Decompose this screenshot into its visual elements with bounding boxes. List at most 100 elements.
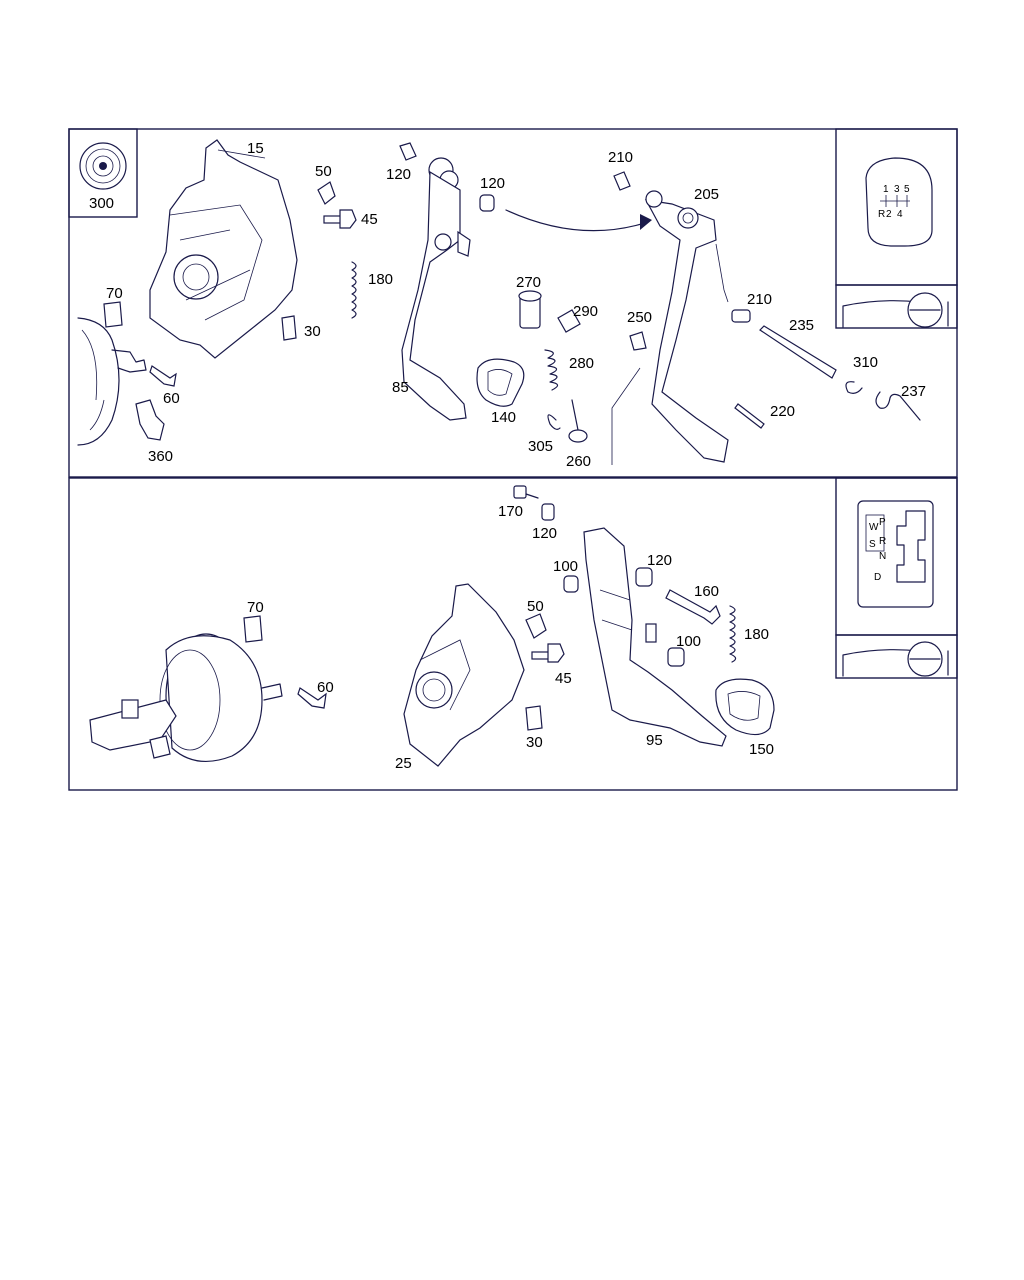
pedal-85-drawing [401, 157, 471, 421]
bushing-120-bottom-a [541, 503, 555, 521]
callout-100-a: 100 [553, 558, 578, 575]
steering-inset-bottom [835, 634, 958, 679]
callout-60-bottom: 60 [317, 679, 334, 696]
steering-wheel-icon-bottom [842, 641, 949, 677]
clip-30-drawing [281, 315, 297, 341]
callout-300: 300 [89, 195, 114, 212]
circlip-310-drawing [845, 381, 863, 394]
bolt-45-drawing [323, 209, 357, 229]
steering-inset-top [835, 284, 958, 329]
pedal-pad-150-drawing [715, 678, 775, 736]
sensor-270-drawing [518, 290, 542, 329]
callout-95: 95 [646, 732, 663, 749]
spring-180-bottom-drawing [729, 605, 737, 663]
bushing-120-bottom-b [635, 567, 653, 587]
callout-210-a: 210 [608, 149, 633, 166]
callout-70-bottom: 70 [247, 599, 264, 616]
selector-R: R [879, 536, 886, 547]
callout-100-b: 100 [676, 633, 701, 650]
bushing-100-a [563, 575, 579, 593]
clip-70-drawing [103, 301, 123, 328]
selector-S: S [869, 539, 876, 550]
spring-180-drawing [351, 261, 357, 319]
callout-210-b: 210 [747, 291, 772, 308]
callout-120-bottom-b: 120 [647, 552, 672, 569]
callout-150: 150 [749, 741, 774, 758]
callout-45-bottom: 45 [555, 670, 572, 687]
callout-205: 205 [694, 186, 719, 203]
clip-70-bottom-drawing [243, 615, 263, 643]
gear-label-1: 1 [883, 184, 889, 195]
pedal-95-drawing [583, 527, 727, 747]
pedal-bracket-25-drawing [403, 583, 525, 767]
pedal-pad-140-drawing [476, 358, 525, 407]
callout-250: 250 [627, 309, 652, 326]
bushing-210-a [613, 171, 631, 191]
stud-60-drawing [149, 365, 177, 387]
bumper-250-drawing [629, 331, 647, 351]
callout-120-bottom-a: 120 [532, 525, 557, 542]
pedal-bracket-drawing [149, 139, 298, 359]
bushing-120-b [479, 194, 495, 212]
spring-237-drawing [875, 391, 921, 421]
clip-30-bottom-drawing [525, 705, 543, 731]
callout-290: 290 [573, 303, 598, 320]
callout-237: 237 [901, 383, 926, 400]
brake-booster-partial [77, 317, 147, 446]
callout-15: 15 [247, 140, 264, 157]
selector-P: P [879, 517, 886, 528]
selector-D: D [874, 572, 881, 583]
callout-30: 30 [304, 323, 321, 340]
callout-310: 310 [853, 354, 878, 371]
callout-30-bottom: 30 [526, 734, 543, 751]
bushing-120-a [399, 142, 417, 161]
auto-selector-icon [857, 500, 934, 608]
transition-arrowhead [640, 214, 652, 230]
callout-170: 170 [498, 503, 523, 520]
gear-label-2: 2 [886, 209, 892, 220]
callout-305: 305 [528, 438, 553, 455]
gear-label-3: 3 [894, 184, 900, 195]
callout-60: 60 [163, 390, 180, 407]
callout-70: 70 [106, 285, 123, 302]
callout-50-bottom: 50 [527, 598, 544, 615]
callout-280: 280 [569, 355, 594, 372]
callout-85: 85 [392, 379, 409, 396]
stud-60-bottom-drawing [297, 687, 327, 709]
brake-booster-drawing [89, 633, 283, 762]
part-300-box [68, 128, 138, 218]
selector-W: W [869, 522, 879, 533]
callout-180-bottom: 180 [744, 626, 769, 643]
spring-280-drawing [544, 349, 559, 391]
bolt-45-bottom-drawing [531, 643, 565, 663]
callout-45: 45 [361, 211, 378, 228]
switch-360-drawing [135, 399, 165, 441]
leader-205 [715, 243, 729, 303]
callout-25: 25 [395, 755, 412, 772]
shaft-235-drawing [759, 325, 837, 379]
clip-305-drawing [547, 414, 561, 430]
pin-160-drawing [665, 589, 721, 625]
gear-knob-icon [865, 157, 933, 247]
callout-270: 270 [516, 274, 541, 291]
gear-label-4: 4 [897, 209, 903, 220]
bushing-210-b [731, 309, 751, 323]
nut-50-bottom-drawing [525, 613, 547, 639]
pedal-205-drawing [644, 190, 729, 463]
callout-160: 160 [694, 583, 719, 600]
pin-260-drawing [568, 399, 588, 443]
steering-wheel-icon-top [842, 292, 949, 328]
callout-180: 180 [368, 271, 393, 288]
pin-220-drawing [734, 403, 765, 429]
callout-140: 140 [491, 409, 516, 426]
screw-170-drawing [513, 485, 539, 499]
callout-260: 260 [566, 453, 591, 470]
callout-120-b: 120 [480, 175, 505, 192]
callout-235: 235 [789, 317, 814, 334]
nut-50-drawing [317, 181, 336, 205]
callout-220: 220 [770, 403, 795, 420]
bushing-100-b [667, 647, 685, 667]
screw-290-drawing [557, 309, 581, 333]
callout-120-a: 120 [386, 166, 411, 183]
